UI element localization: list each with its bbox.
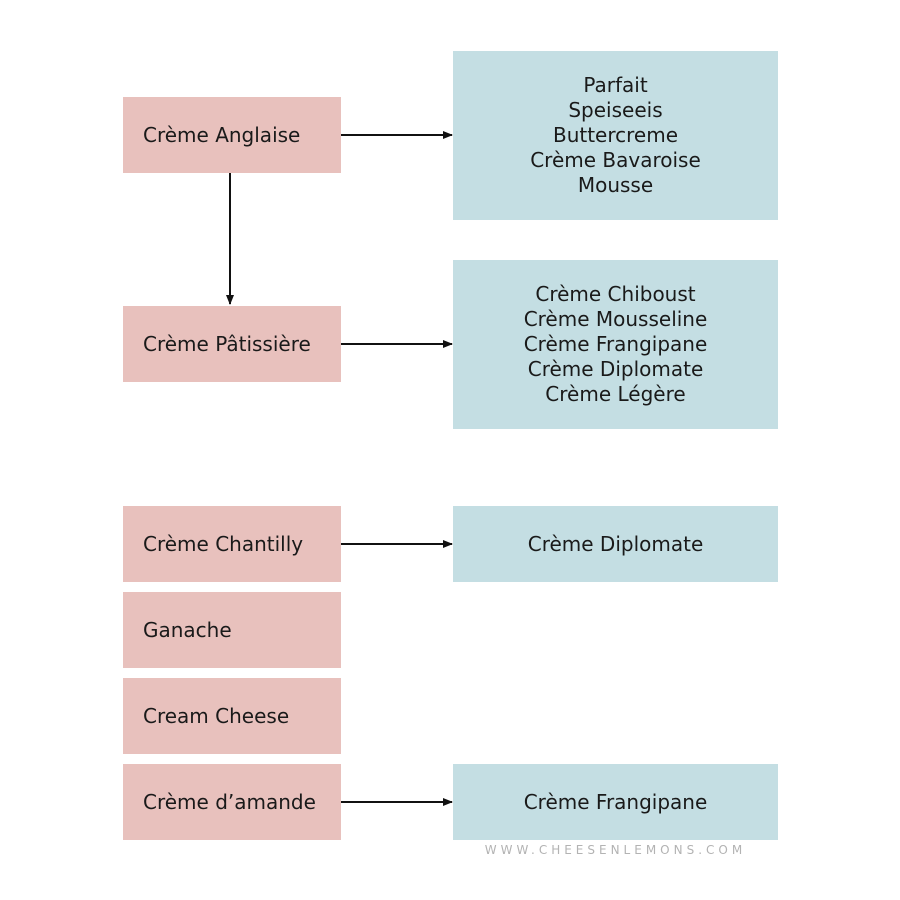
watermark: WWW.CHEESENLEMONS.COM bbox=[484, 843, 747, 857]
derivative-item: Crème Diplomate bbox=[527, 357, 704, 381]
derivative-item: Crème Mousseline bbox=[523, 307, 708, 331]
node-creme-chantilly: Crème Chantilly bbox=[123, 506, 341, 582]
derivative-item: Crème Frangipane bbox=[523, 332, 708, 356]
node-label: Crème Pâtissière bbox=[143, 332, 311, 356]
node-ganache: Ganache bbox=[123, 592, 341, 668]
derivative-item: Speiseeis bbox=[568, 98, 663, 122]
derivative-item: Parfait bbox=[583, 73, 648, 97]
node-creme-patissiere: Crème Pâtissière bbox=[123, 306, 341, 382]
derivative-item: Crème Diplomate bbox=[527, 531, 704, 556]
node-label: Ganache bbox=[143, 618, 232, 642]
node-label: Cream Cheese bbox=[143, 704, 290, 728]
derivative-item: Crème Légère bbox=[545, 382, 686, 406]
node-label: Crème d’amande bbox=[143, 790, 316, 814]
derivatives-amande: Crème Frangipane bbox=[453, 764, 778, 840]
derivative-item: Mousse bbox=[577, 173, 654, 197]
derivative-item: Crème Bavaroise bbox=[530, 148, 701, 172]
derivatives-patissiere: Crème Chiboust Crème Mousseline Crème Fr… bbox=[453, 260, 778, 429]
derivative-item: Crème Chiboust bbox=[535, 282, 696, 306]
derivative-item: Crème Frangipane bbox=[523, 789, 708, 814]
node-cream-cheese: Cream Cheese bbox=[123, 678, 341, 754]
derivatives-chantilly: Crème Diplomate bbox=[453, 506, 778, 582]
derivative-item: Buttercreme bbox=[552, 123, 679, 147]
derivatives-anglaise: Parfait Speiseeis Buttercreme Crème Bava… bbox=[453, 51, 778, 220]
node-label: Crème Anglaise bbox=[143, 123, 301, 147]
node-creme-damande: Crème d’amande bbox=[123, 764, 341, 840]
node-creme-anglaise: Crème Anglaise bbox=[123, 97, 341, 173]
node-label: Crème Chantilly bbox=[143, 532, 304, 556]
